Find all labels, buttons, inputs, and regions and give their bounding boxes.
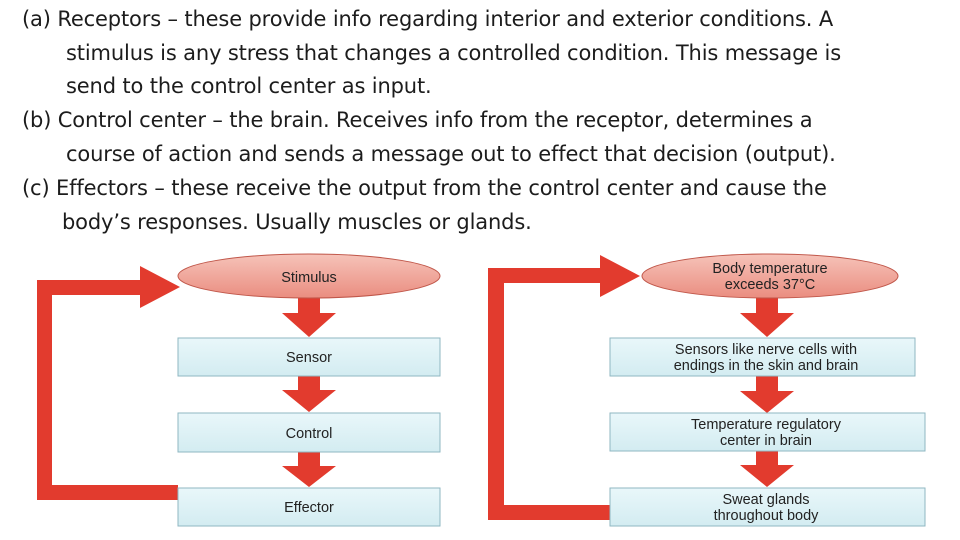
stimulus-label: Stimulus bbox=[281, 270, 337, 286]
down-arrow bbox=[740, 295, 794, 337]
sensor-box bbox=[609, 337, 916, 377]
paragraph-line: (b) Control center – the brain. Receives… bbox=[22, 108, 813, 132]
down-arrow bbox=[282, 376, 336, 412]
effector-label: throughout body bbox=[714, 508, 820, 524]
sensor-label: Sensor bbox=[286, 350, 332, 366]
control-label: Temperature regulatory bbox=[691, 417, 842, 433]
paragraph-line: course of action and sends a message out… bbox=[66, 141, 836, 166]
effector-box bbox=[177, 487, 441, 527]
control-label: Control bbox=[286, 426, 333, 442]
sensor-label: Sensors like nerve cells with bbox=[675, 342, 857, 358]
effector-box bbox=[609, 487, 926, 527]
stimulus-label: Body temperature bbox=[712, 261, 827, 277]
paragraph-line: (c) Effectors – these receive the output… bbox=[22, 176, 827, 200]
down-arrow bbox=[740, 376, 794, 413]
paragraph-line: body’s responses. Usually muscles or gla… bbox=[62, 209, 532, 234]
control-box bbox=[177, 412, 441, 453]
temperature-feedback-loop: Body temperature exceeds 37°C Sensors li… bbox=[488, 253, 926, 527]
down-arrow bbox=[282, 452, 336, 487]
stimulus-oval bbox=[177, 253, 441, 299]
control-box bbox=[609, 412, 926, 452]
control-label: center in brain bbox=[720, 433, 812, 449]
stimulus-label: exceeds 37°C bbox=[725, 277, 815, 293]
sensor-label: endings in the skin and brain bbox=[674, 358, 859, 374]
down-arrow bbox=[740, 451, 794, 487]
paragraph-effectors: (c) Effectors – these receive the output… bbox=[22, 172, 942, 239]
paragraph-receptors: (a) Receptors – these provide info regar… bbox=[22, 3, 942, 104]
sensor-box bbox=[177, 337, 441, 377]
paragraph-control-center: (b) Control center – the brain. Receives… bbox=[22, 104, 942, 171]
effector-label: Sweat glands bbox=[722, 492, 809, 508]
feedback-loop-arrow bbox=[488, 255, 640, 520]
paragraph-line: (a) Receptors – these provide info regar… bbox=[22, 7, 834, 31]
generic-feedback-loop: Stimulus Sensor Control Effector bbox=[37, 253, 441, 527]
stimulus-oval bbox=[641, 253, 899, 299]
down-arrow bbox=[282, 295, 336, 337]
feedback-loop-arrow bbox=[37, 266, 180, 500]
effector-label: Effector bbox=[284, 500, 334, 516]
paragraph-line: stimulus is any stress that changes a co… bbox=[66, 40, 842, 65]
paragraph-line: send to the control center as input. bbox=[66, 74, 432, 98]
